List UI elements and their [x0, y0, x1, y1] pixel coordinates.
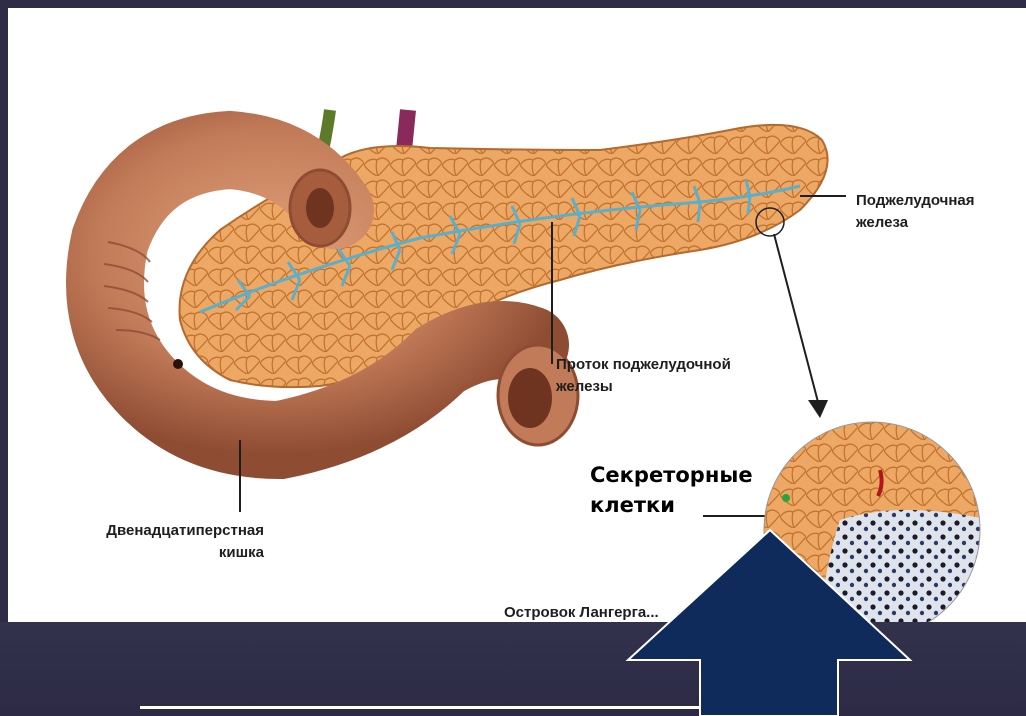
up-arrow-shape — [0, 0, 1026, 716]
slide: Поджелудочная железа Проток поджелудочно… — [0, 0, 1026, 716]
